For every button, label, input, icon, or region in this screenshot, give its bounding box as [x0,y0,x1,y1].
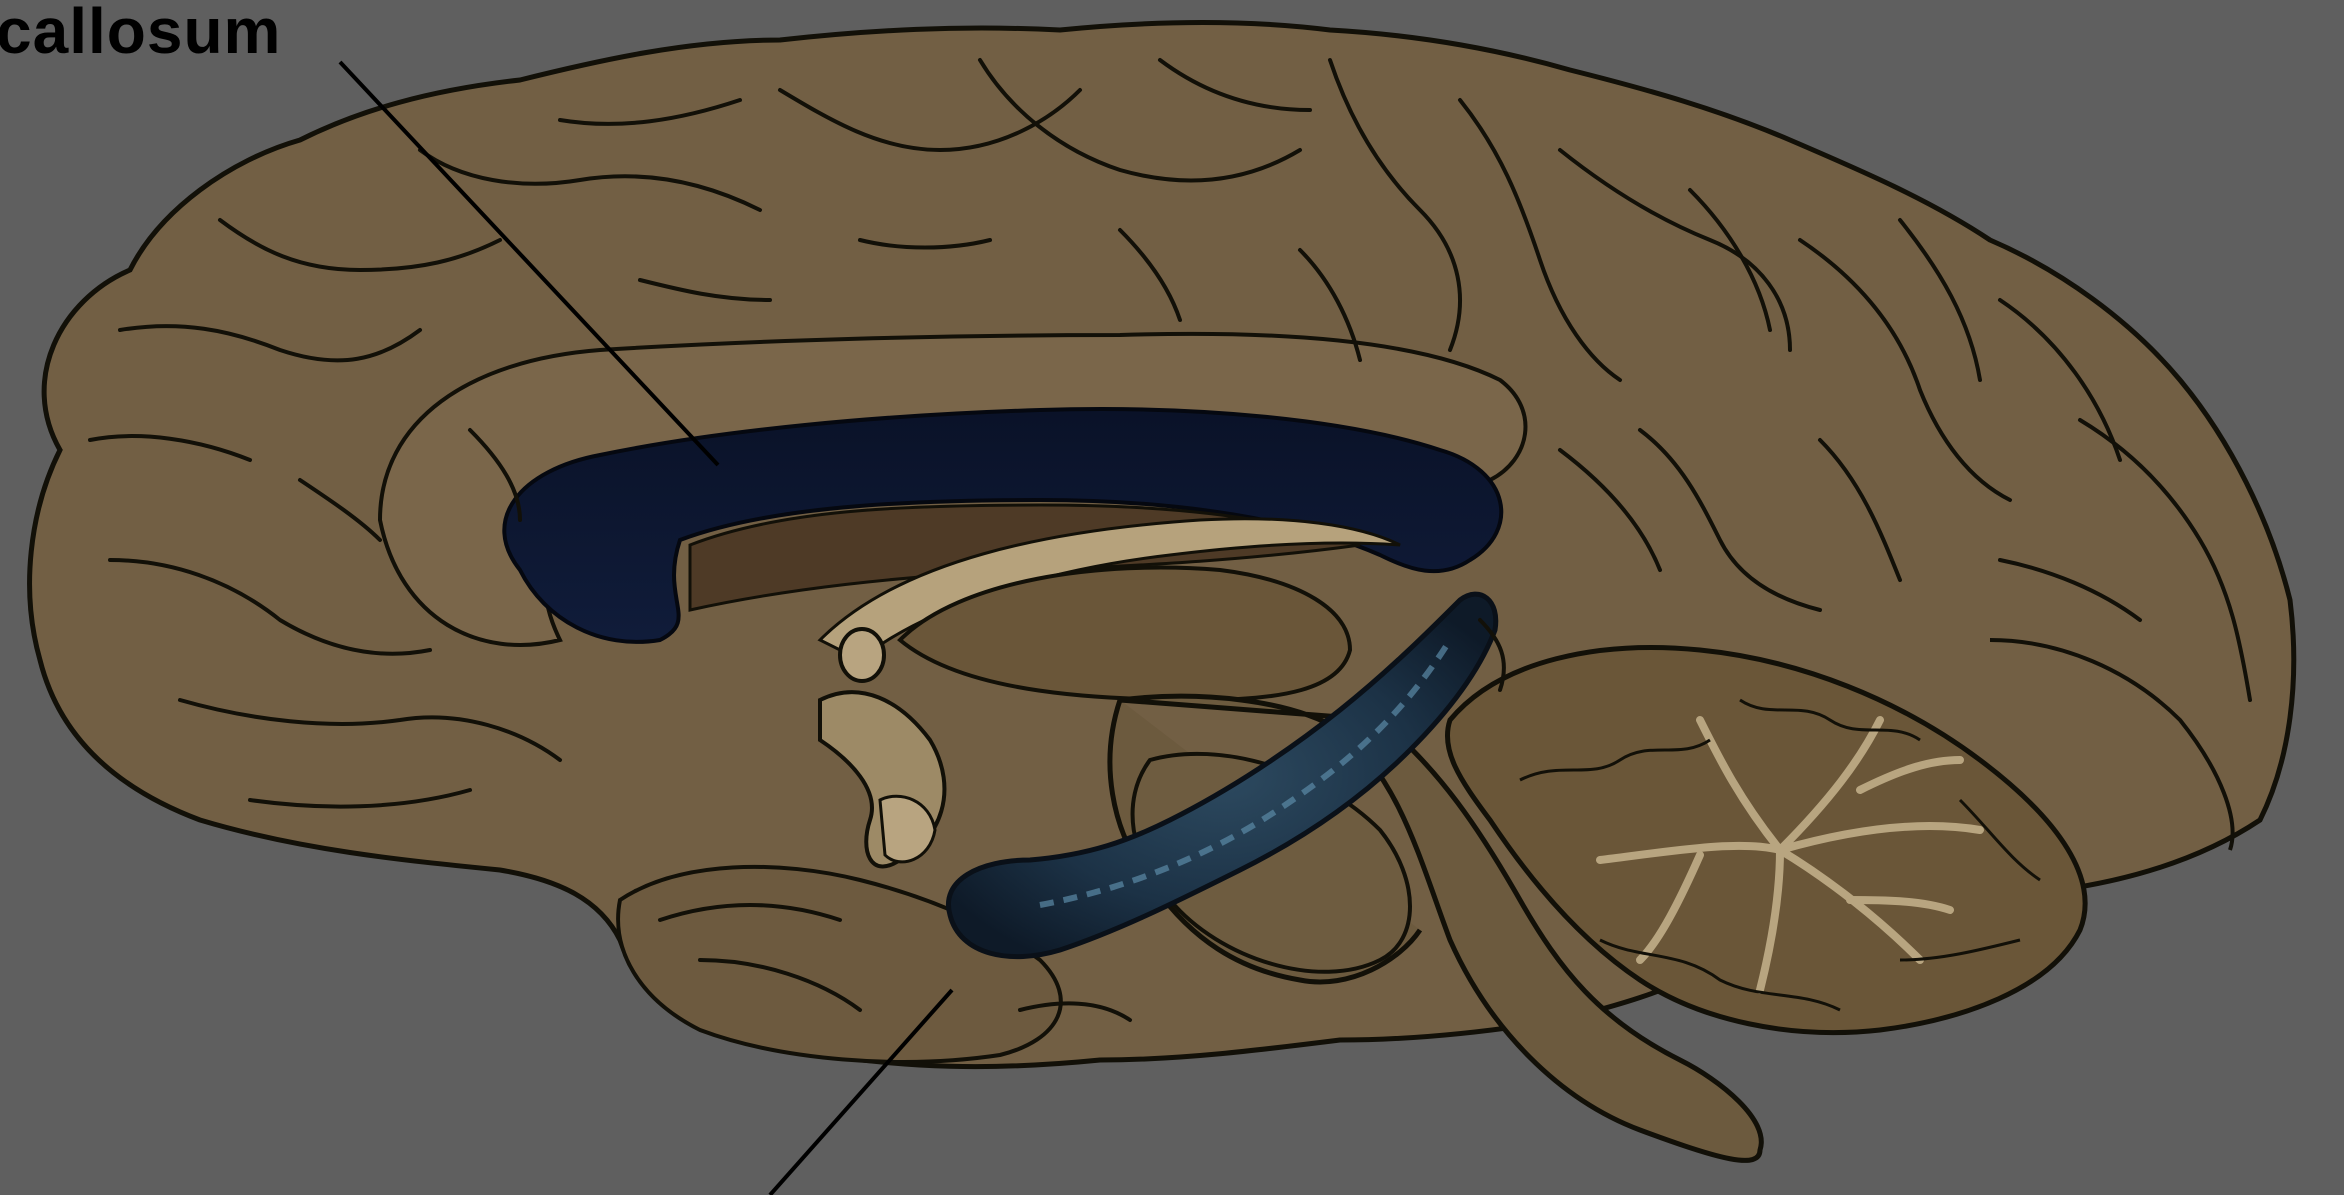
corpus-callosum-label: callosum [0,0,281,68]
anterior-commissure [840,629,884,681]
